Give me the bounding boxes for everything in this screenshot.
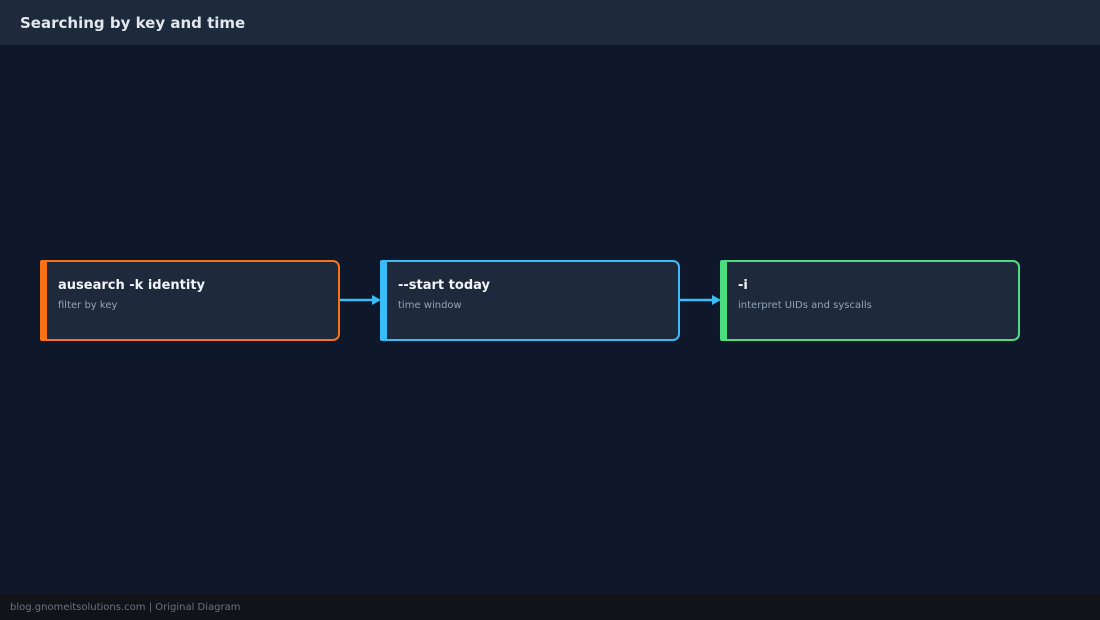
footer-credit: blog.gnomeitsolutions.com | Original Dia… (10, 601, 241, 613)
step-node-subtitle: time window (398, 300, 462, 311)
step-node-subtitle: interpret UIDs and syscalls (738, 300, 872, 311)
step-node-title: --start today (398, 278, 490, 293)
footer-bar: blog.gnomeitsolutions.com | Original Dia… (0, 594, 1100, 620)
step-node-title: -i (738, 278, 748, 293)
connector-1-2 (340, 295, 381, 305)
page-title: Searching by key and time (20, 13, 246, 32)
step-node-interpret: -i interpret UIDs and syscalls (720, 260, 1020, 341)
header-bar: Searching by key and time (0, 0, 1100, 45)
step-node-start-today: --start today time window (380, 260, 680, 341)
step-node-subtitle: filter by key (58, 300, 118, 311)
connector-2-3 (680, 295, 721, 305)
step-node-ausearch: ausearch -k identity filter by key (40, 260, 340, 341)
step-node-title: ausearch -k identity (58, 278, 206, 293)
